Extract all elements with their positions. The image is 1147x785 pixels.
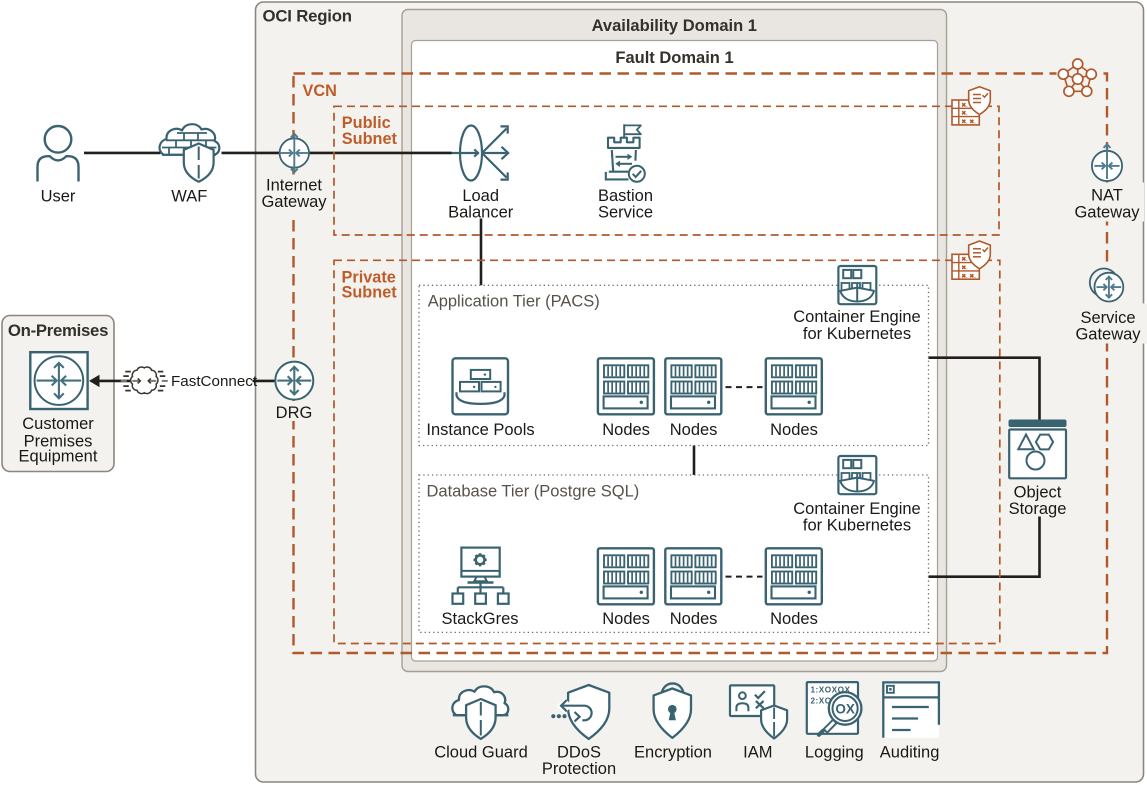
svg-text:Subnet: Subnet (342, 130, 398, 148)
svg-text:Encryption: Encryption (634, 744, 712, 762)
svg-text:IAM: IAM (743, 744, 772, 762)
svg-text:Service: Service (598, 204, 653, 222)
svg-text:Instance Pools: Instance Pools (426, 421, 534, 439)
svg-text:Object: Object (1014, 483, 1062, 501)
svg-text:✖.: ✖. (961, 102, 968, 109)
svg-text:StackGres: StackGres (441, 610, 518, 628)
svg-text:✖. ✖.: ✖. ✖. (961, 273, 976, 280)
svg-text:Application Tier (PACS): Application Tier (PACS) (428, 293, 600, 311)
svg-text:Container Engine: Container Engine (793, 308, 921, 326)
svg-text:OCI Region: OCI Region (263, 7, 352, 26)
svg-text:2:XO: 2:XO (811, 697, 832, 706)
svg-text:Gateway: Gateway (1074, 203, 1140, 221)
svg-text:FastConnect: FastConnect (171, 373, 258, 390)
svg-text:DRG: DRG (276, 404, 313, 422)
svg-text:✖.: ✖. (961, 110, 968, 117)
svg-text:OX: OX (835, 701, 855, 716)
svg-text:VCN: VCN (303, 82, 337, 100)
svg-text:Gateway: Gateway (261, 193, 327, 211)
svg-text:Premises: Premises (24, 433, 93, 451)
svg-text:Storage: Storage (1009, 500, 1067, 518)
svg-text:Nodes: Nodes (670, 421, 718, 439)
svg-text:Gateway: Gateway (1075, 326, 1141, 344)
svg-text:Container Engine: Container Engine (793, 500, 921, 518)
svg-text:Private: Private (342, 269, 396, 287)
svg-text:✖. ✖.: ✖. ✖. (961, 119, 976, 126)
svg-text:User: User (41, 187, 76, 205)
svg-text:On-Premises: On-Premises (8, 321, 108, 340)
svg-text:Nodes: Nodes (770, 421, 818, 439)
svg-text:NAT: NAT (1091, 186, 1123, 204)
svg-text:for Kubernetes: for Kubernetes (803, 516, 911, 534)
svg-text:Database Tier (Postgre SQL): Database Tier (Postgre SQL) (427, 483, 640, 501)
svg-text:DDoS: DDoS (557, 744, 601, 762)
svg-text:Balancer: Balancer (448, 204, 514, 222)
svg-text:1:XOXOX: 1:XOXOX (811, 686, 851, 695)
svg-text:Load: Load (462, 187, 499, 205)
svg-text:Equipment: Equipment (19, 448, 98, 466)
svg-text:Nodes: Nodes (602, 610, 650, 628)
svg-text:Cloud Guard: Cloud Guard (434, 744, 528, 762)
svg-text:Public: Public (342, 114, 391, 132)
svg-text:for Kubernetes: for Kubernetes (803, 325, 911, 343)
svg-text:Subnet: Subnet (342, 284, 398, 302)
svg-text:Auditing: Auditing (880, 744, 940, 762)
svg-text:Bastion: Bastion (598, 187, 653, 205)
svg-text:Nodes: Nodes (670, 610, 718, 628)
svg-text:WAF: WAF (171, 188, 207, 206)
svg-text:Nodes: Nodes (770, 610, 818, 628)
svg-text:Nodes: Nodes (602, 421, 650, 439)
svg-text:Logging: Logging (805, 744, 864, 762)
svg-text:Fault Domain 1: Fault Domain 1 (615, 49, 733, 67)
svg-text:Availability Domain 1: Availability Domain 1 (592, 17, 757, 35)
svg-text:Internet: Internet (266, 176, 322, 194)
svg-text:Protection: Protection (542, 760, 616, 778)
svg-text:Service: Service (1080, 309, 1135, 327)
svg-text:✖.: ✖. (961, 265, 968, 272)
svg-text:Customer: Customer (22, 415, 94, 433)
svg-text:✖.: ✖. (961, 256, 968, 263)
